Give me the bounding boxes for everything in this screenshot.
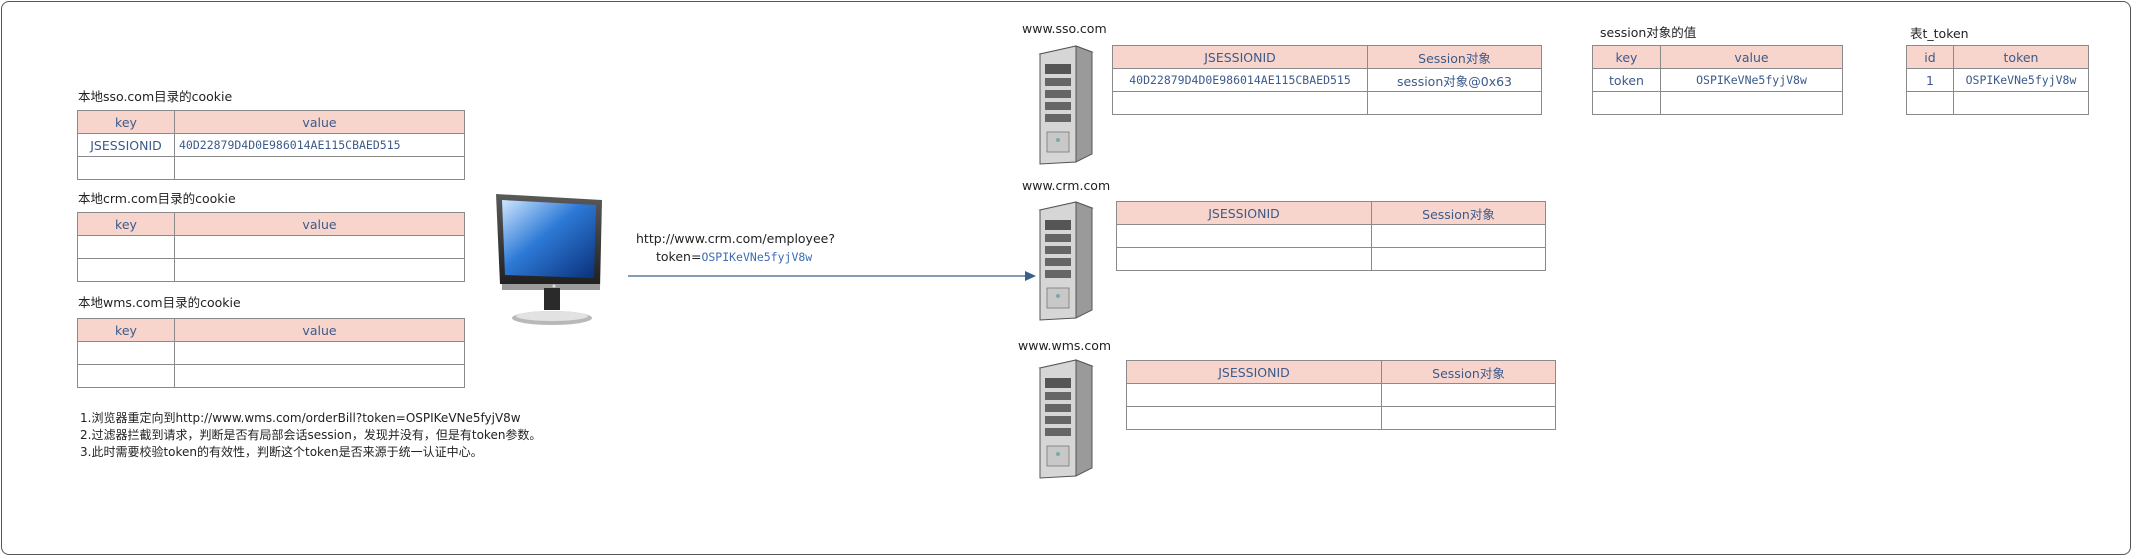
- request-arrow: [628, 271, 1036, 281]
- session-values-table: key value token OSPIKeVNe5fyjV8w: [1592, 45, 1843, 115]
- request-token-value: OSPIKeVNe5fyjV8w: [701, 250, 813, 264]
- cell-token: [1953, 91, 2089, 115]
- cell-value: [174, 258, 465, 282]
- server-crm-label: www.crm.com: [1022, 178, 1111, 193]
- header-token: token: [1953, 45, 2089, 69]
- cell-value: OSPIKeVNe5fyjV8w: [1660, 68, 1843, 92]
- cell-key: [77, 258, 175, 282]
- header-key: key: [1592, 45, 1661, 69]
- note-step-3: 3.此时需要校验token的有效性，判断这个token是否来源于统一认证中心。: [80, 445, 483, 459]
- cell-jsessionid: [1126, 406, 1382, 430]
- cell-key: JSESSIONID: [77, 133, 175, 157]
- request-url-line: http://www.crm.com/employee?: [636, 231, 835, 246]
- cookie-wms-table: key value: [77, 318, 465, 388]
- header-session-object: Session对象: [1367, 45, 1542, 69]
- note-step-1: 1.浏览器重定向到http://www.wms.com/orderBill?to…: [80, 411, 521, 425]
- cookie-crm-table: key value: [77, 212, 465, 282]
- header-value: value: [174, 318, 465, 342]
- server-crm-session-table: JSESSIONID Session对象: [1116, 201, 1546, 271]
- server-sso-label: www.sso.com: [1022, 21, 1107, 36]
- cookie-wms-title: 本地wms.com目录的cookie: [78, 295, 241, 310]
- cell-value: [1660, 91, 1843, 115]
- monitor-icon: [496, 194, 602, 325]
- session-values-title: session对象的值: [1600, 25, 1697, 40]
- header-session-object: Session对象: [1371, 201, 1546, 225]
- server-wms-label: www.wms.com: [1018, 338, 1112, 353]
- header-jsessionid: JSESSIONID: [1126, 360, 1382, 384]
- cookie-crm-title: 本地crm.com目录的cookie: [78, 191, 236, 206]
- header-jsessionid: JSESSIONID: [1116, 201, 1372, 225]
- header-value: value: [174, 110, 465, 134]
- request-token-label: token=: [656, 249, 702, 264]
- header-key: key: [77, 318, 175, 342]
- cell-key: [77, 364, 175, 388]
- server-wms-icon: [1038, 359, 1094, 479]
- header-value: value: [174, 212, 465, 236]
- cell-session-object: [1367, 91, 1542, 115]
- server-sso-session-table: JSESSIONID Session对象 40D22879D4D0E986014…: [1112, 45, 1542, 115]
- cell-jsessionid: [1116, 247, 1372, 271]
- header-key: key: [77, 212, 175, 236]
- server-crm-icon: [1038, 201, 1094, 321]
- cell-session-object: [1371, 224, 1546, 248]
- note-step-2: 2.过滤器拦截到请求，判断是否有局部会话session，发现并没有，但是有tok…: [80, 428, 542, 442]
- cell-key: [77, 156, 175, 180]
- header-id: id: [1906, 45, 1954, 69]
- flow-notes: 1.浏览器重定向到http://www.wms.com/orderBill?to…: [80, 410, 541, 461]
- request-url: http://www.crm.com/employee? token=OSPIK…: [636, 230, 835, 266]
- cell-id: 1: [1906, 68, 1954, 92]
- cell-id: [1906, 91, 1954, 115]
- cookie-sso-title: 本地sso.com目录的cookie: [78, 89, 233, 104]
- cell-token: OSPIKeVNe5fyjV8w: [1953, 68, 2089, 92]
- cell-key: [1592, 91, 1661, 115]
- request-token-line: token=OSPIKeVNe5fyjV8w: [636, 248, 835, 266]
- cell-session-object: [1381, 406, 1556, 430]
- cell-jsessionid: 40D22879D4D0E986014AE115CBAED515: [1112, 68, 1368, 92]
- cell-key: token: [1592, 68, 1661, 92]
- token-table: id token 1 OSPIKeVNe5fyjV8w: [1906, 45, 2089, 115]
- cell-value: [174, 156, 465, 180]
- cell-value: [174, 364, 465, 388]
- header-jsessionid: JSESSIONID: [1112, 45, 1368, 69]
- cell-session-object: [1371, 247, 1546, 271]
- cell-value: 40D22879D4D0E986014AE115CBAED515: [174, 133, 465, 157]
- header-session-object: Session对象: [1381, 360, 1556, 384]
- cell-key: [77, 235, 175, 259]
- cell-jsessionid: [1116, 224, 1372, 248]
- server-wms-session-table: JSESSIONID Session对象: [1126, 360, 1556, 430]
- token-table-title: 表t_token: [1910, 26, 1969, 41]
- cell-session-object: [1381, 383, 1556, 407]
- cell-jsessionid: [1112, 91, 1368, 115]
- cell-jsessionid: [1126, 383, 1382, 407]
- cell-value: [174, 235, 465, 259]
- cell-key: [77, 341, 175, 365]
- cell-session-object: session对象@0x63: [1367, 68, 1542, 92]
- header-key: key: [77, 110, 175, 134]
- header-value: value: [1660, 45, 1843, 69]
- server-sso-icon: [1038, 45, 1094, 165]
- cookie-sso-table: key value JSESSIONID 40D22879D4D0E986014…: [77, 110, 465, 180]
- cell-value: [174, 341, 465, 365]
